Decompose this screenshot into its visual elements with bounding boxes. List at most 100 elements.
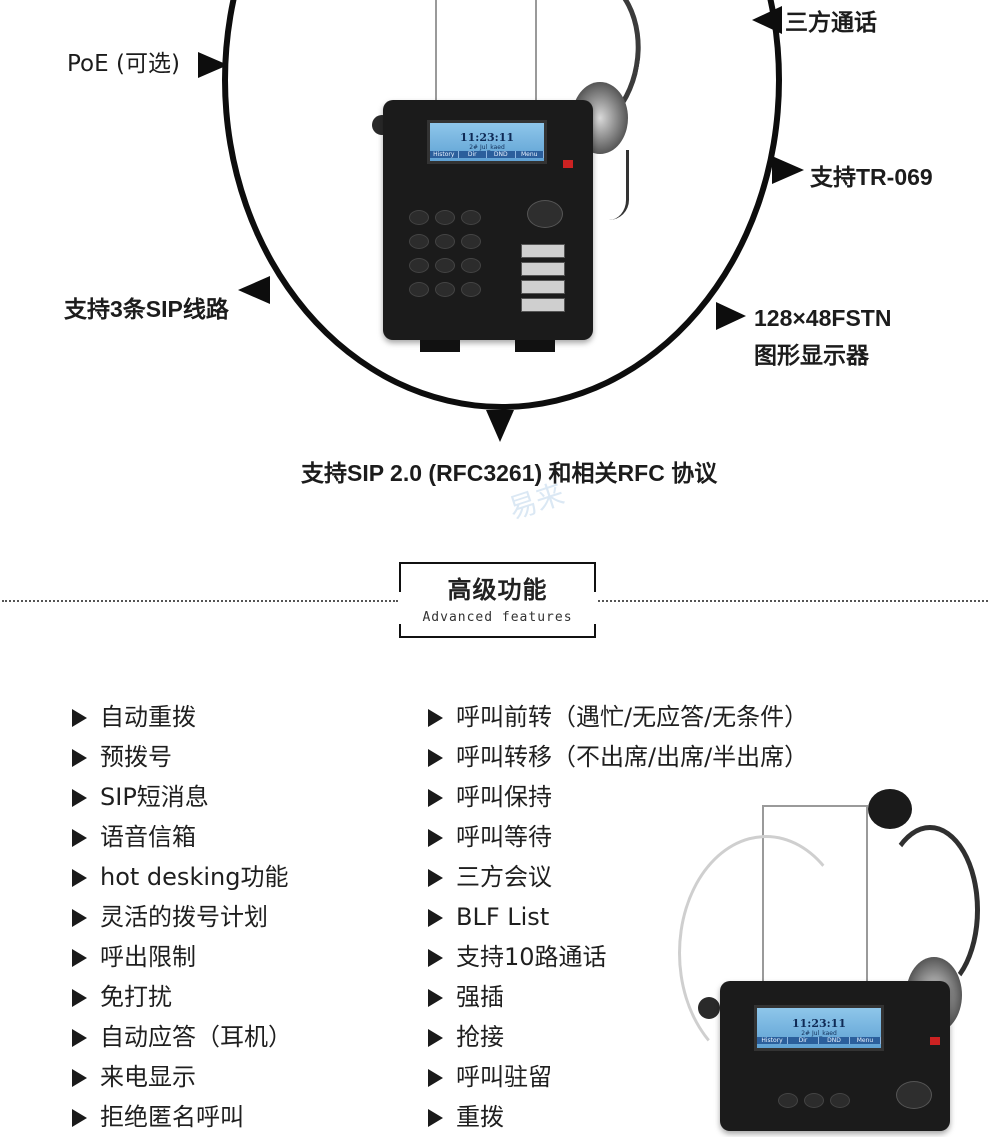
feature-list-right: 呼叫前转（遇忙/无应答/无条件） 呼叫转移（不出席/出席/半出席） 呼叫保持 呼…: [426, 697, 808, 1137]
keypad-key: [409, 258, 429, 273]
list-item: 三方会议: [426, 857, 808, 897]
keypad-key: [409, 282, 429, 297]
callout-tr069: 支持TR-069: [810, 164, 933, 190]
line-key: [521, 298, 565, 312]
keypad-key: [409, 234, 429, 249]
headset-band: [678, 835, 854, 1071]
phone-illustration-bottom: 11:23:11 2# Jul_kaed History Dir DND Men…: [678, 785, 980, 1131]
phone-body: 11:23:11 2# Jul_kaed History Dir DND Men…: [383, 100, 593, 340]
line-key: [521, 262, 565, 276]
keypad-key: [435, 282, 455, 297]
lcd-softkey-history: History: [430, 151, 459, 158]
nav-pad: [527, 200, 563, 228]
callout-display-2: 图形显示器: [754, 342, 869, 368]
headset-stand-wire: [866, 807, 868, 1007]
list-item: 语音信箱: [70, 817, 292, 857]
headset-band: [880, 825, 980, 995]
keypad-key: [804, 1093, 824, 1108]
line-key: [521, 244, 565, 258]
pointer-sip-lines: [238, 276, 270, 304]
section-header: 高级功能 Advanced features: [399, 562, 596, 638]
header-frame-right-bottom: [594, 624, 596, 638]
headset-cord: [606, 150, 629, 220]
headset-stand-wire: [435, 0, 437, 102]
pointer-display: [716, 302, 746, 330]
keypad-key: [435, 210, 455, 225]
list-item: 拒绝匿名呼叫: [70, 1097, 292, 1137]
keypad-key: [461, 210, 481, 225]
list-item: 呼叫转移（不出席/出席/半出席）: [426, 737, 808, 777]
callout-sip-protocol: 支持SIP 2.0 (RFC3261) 和相关RFC 协议: [301, 460, 718, 486]
dotted-divider-left: [2, 600, 398, 602]
keypad-key: [830, 1093, 850, 1108]
list-item: 预拨号: [70, 737, 292, 777]
lcd-softkey-dir: Dir: [788, 1037, 819, 1044]
list-item: 免打扰: [70, 977, 292, 1017]
header-frame-bottom: [399, 636, 596, 638]
lcd-softkeys: History Dir DND Menu: [430, 151, 544, 158]
lcd-sub: 2# Jul_kaed: [469, 144, 505, 151]
keypad-key: [435, 258, 455, 273]
section-subtitle: Advanced features: [422, 610, 573, 625]
phone-foot: [515, 340, 555, 352]
headset-mic-foam: [868, 789, 912, 829]
headset-stand-wire: [535, 0, 537, 102]
lcd-sub: 2# Jul_kaed: [801, 1030, 837, 1037]
headset-mic-knob: [698, 997, 720, 1019]
keypad-key: [435, 234, 455, 249]
list-item: 呼出限制: [70, 937, 292, 977]
pointer-conference: [752, 6, 782, 34]
headset-stand-top: [762, 805, 868, 807]
pointer-poe: [198, 52, 228, 78]
line-key: [521, 280, 565, 294]
lcd-softkey-menu: Menu: [850, 1037, 881, 1044]
header-frame-left-top: [399, 562, 401, 592]
keypad-key: [778, 1093, 798, 1108]
feature-list-left: 自动重拨 预拨号 SIP短消息 语音信箱 hot desking功能 灵活的拨号…: [70, 697, 292, 1137]
dotted-divider-right: [598, 600, 988, 602]
pointer-sip-protocol: [486, 410, 514, 442]
list-item: 支持10路通话: [426, 937, 808, 977]
list-item: hot desking功能: [70, 857, 292, 897]
phone-red-tab: [563, 160, 573, 168]
callout-display-1: 128×48FSTN: [754, 305, 892, 331]
phone-red-tab: [930, 1037, 940, 1045]
callout-conference: 三方通话: [785, 9, 877, 35]
list-item: 呼叫前转（遇忙/无应答/无条件）: [426, 697, 808, 737]
header-frame-right-top: [594, 562, 596, 592]
list-item: 呼叫保持: [426, 777, 808, 817]
list-item: 自动重拨: [70, 697, 292, 737]
pointer-tr069: [772, 156, 804, 184]
lcd-time: 11:23:11: [791, 1017, 847, 1030]
phone-body: 11:23:11 2# Jul_kaed History Dir DND Men…: [720, 981, 950, 1131]
lcd-softkey-dnd: DND: [819, 1037, 850, 1044]
list-item: 呼叫等待: [426, 817, 808, 857]
list-item: 自动应答（耳机）: [70, 1017, 292, 1057]
phone-foot: [420, 340, 460, 352]
list-item: 灵活的拨号计划: [70, 897, 292, 937]
phone-illustration-top: 11:23:11 2# Jul_kaed History Dir DND Men…: [360, 0, 654, 360]
callout-sip-lines: 支持3条SIP线路: [64, 296, 229, 322]
lcd-softkey-menu: Menu: [516, 151, 544, 158]
keypad-key: [461, 234, 481, 249]
keypad-key: [409, 210, 429, 225]
nav-pad: [896, 1081, 932, 1109]
list-item: SIP短消息: [70, 777, 292, 817]
callout-poe: PoE (可选): [67, 51, 180, 77]
list-item: 抢接: [426, 1017, 808, 1057]
keypad-key: [461, 282, 481, 297]
list-item: 强插: [426, 977, 808, 1017]
list-item: 来电显示: [70, 1057, 292, 1097]
lcd-time: 11:23:11: [459, 131, 515, 144]
lcd-softkeys: History Dir DND Menu: [757, 1037, 881, 1044]
lcd-softkey-dir: Dir: [459, 151, 487, 158]
section-title: 高级功能: [447, 575, 548, 604]
list-item: 呼叫驻留: [426, 1057, 808, 1097]
lcd-softkey-dnd: DND: [487, 151, 516, 158]
header-frame-left-bottom: [399, 624, 401, 638]
header-frame-top: [399, 562, 596, 564]
phone-lcd: 11:23:11 2# Jul_kaed History Dir DND Men…: [427, 120, 547, 164]
keypad-key: [461, 258, 481, 273]
list-item: BLF List: [426, 897, 808, 937]
phone-lcd: 11:23:11 2# Jul_kaed History Dir DND Men…: [754, 1005, 884, 1051]
